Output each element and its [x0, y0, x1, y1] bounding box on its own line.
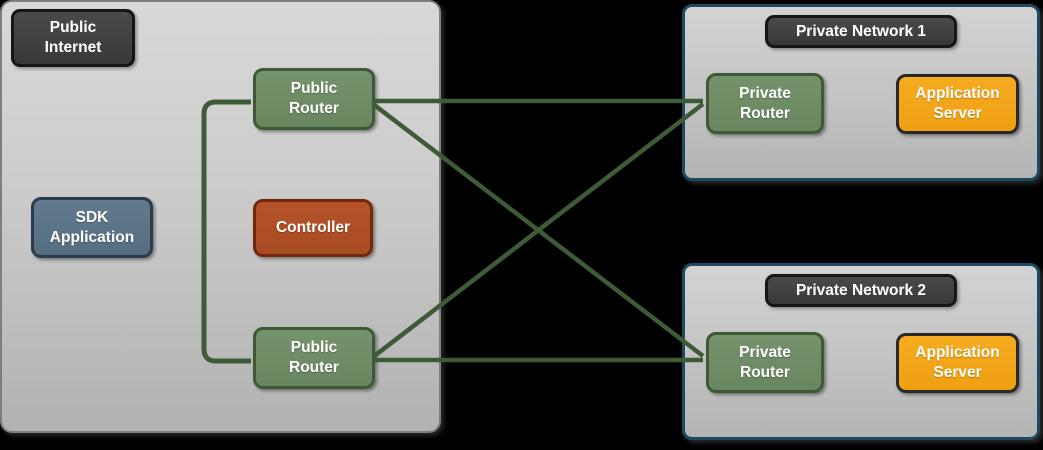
controller-node: Controller: [253, 199, 373, 257]
public-internet-title: Public Internet: [44, 19, 102, 56]
private-network-1-container: Private Network 1 Private Router Applica…: [682, 4, 1040, 181]
private-router-1-label: Private Router: [739, 84, 791, 122]
private-router-1-node: Private Router: [706, 73, 824, 134]
private-network-1-title: Private Network 1: [795, 22, 927, 40]
application-server-2-node: Application Server: [896, 333, 1019, 393]
private-network-2-container: Private Network 2 Private Router Applica…: [682, 263, 1040, 440]
application-server-1-node: Application Server: [896, 74, 1019, 134]
controller-label: Controller: [275, 219, 351, 236]
public-internet-title-badge: Public Internet: [11, 9, 135, 67]
sdk-application-node: SDK Application: [31, 197, 153, 258]
application-server-1-label: Application Server: [915, 85, 1000, 122]
sdk-application-label: SDK Application: [49, 208, 135, 246]
private-router-2-node: Private Router: [706, 332, 824, 393]
application-server-2-label: Application Server: [915, 344, 1000, 381]
private-network-1-title-badge: Private Network 1: [765, 15, 957, 48]
public-router-top-node: Public Router: [253, 68, 375, 130]
private-network-2-title-badge: Private Network 2: [765, 274, 957, 307]
public-router-bottom-label: Public Router: [289, 339, 339, 376]
private-router-2-label: Private Router: [739, 343, 791, 381]
public-router-bottom-node: Public Router: [253, 327, 375, 389]
private-network-2-title: Private Network 2: [795, 281, 927, 299]
public-router-top-label: Public Router: [289, 80, 339, 117]
public-internet-container: Public Internet Public Router SDK Applic…: [0, 0, 441, 433]
